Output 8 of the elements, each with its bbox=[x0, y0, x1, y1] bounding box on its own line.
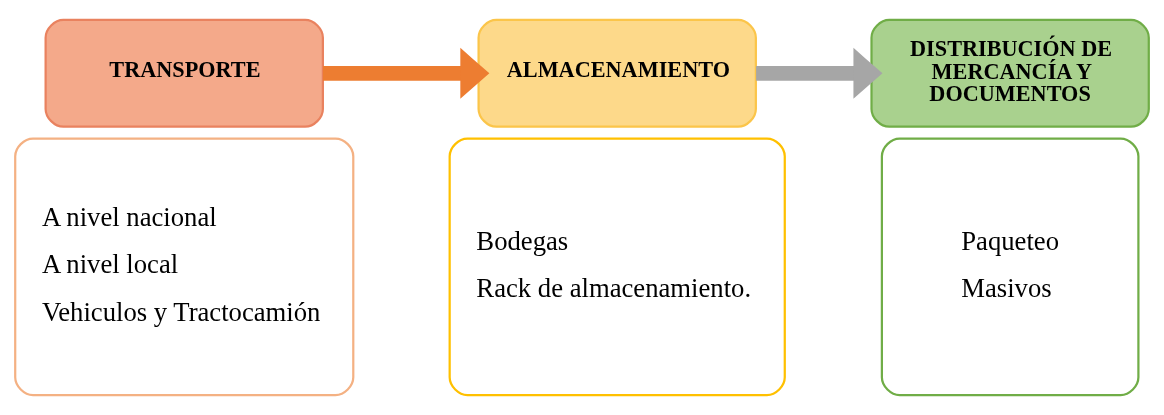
arrow bbox=[756, 47, 883, 99]
arrow bbox=[322, 47, 490, 99]
node-box: DISTRIBUCIÓN DE MERCANCÍA Y DOCUMENTOS bbox=[870, 18, 1150, 128]
node-box: A nivel nacional A nivel local Vehiculos y Tractocamión bbox=[14, 137, 355, 397]
node-box: ALMACENAMIENTO bbox=[477, 18, 757, 128]
node-box: TRANSPORTE bbox=[44, 18, 324, 128]
node-box: Paqueteo Masivos bbox=[880, 137, 1140, 397]
node-box: Bodegas Rack de almacenamiento. bbox=[448, 137, 786, 397]
